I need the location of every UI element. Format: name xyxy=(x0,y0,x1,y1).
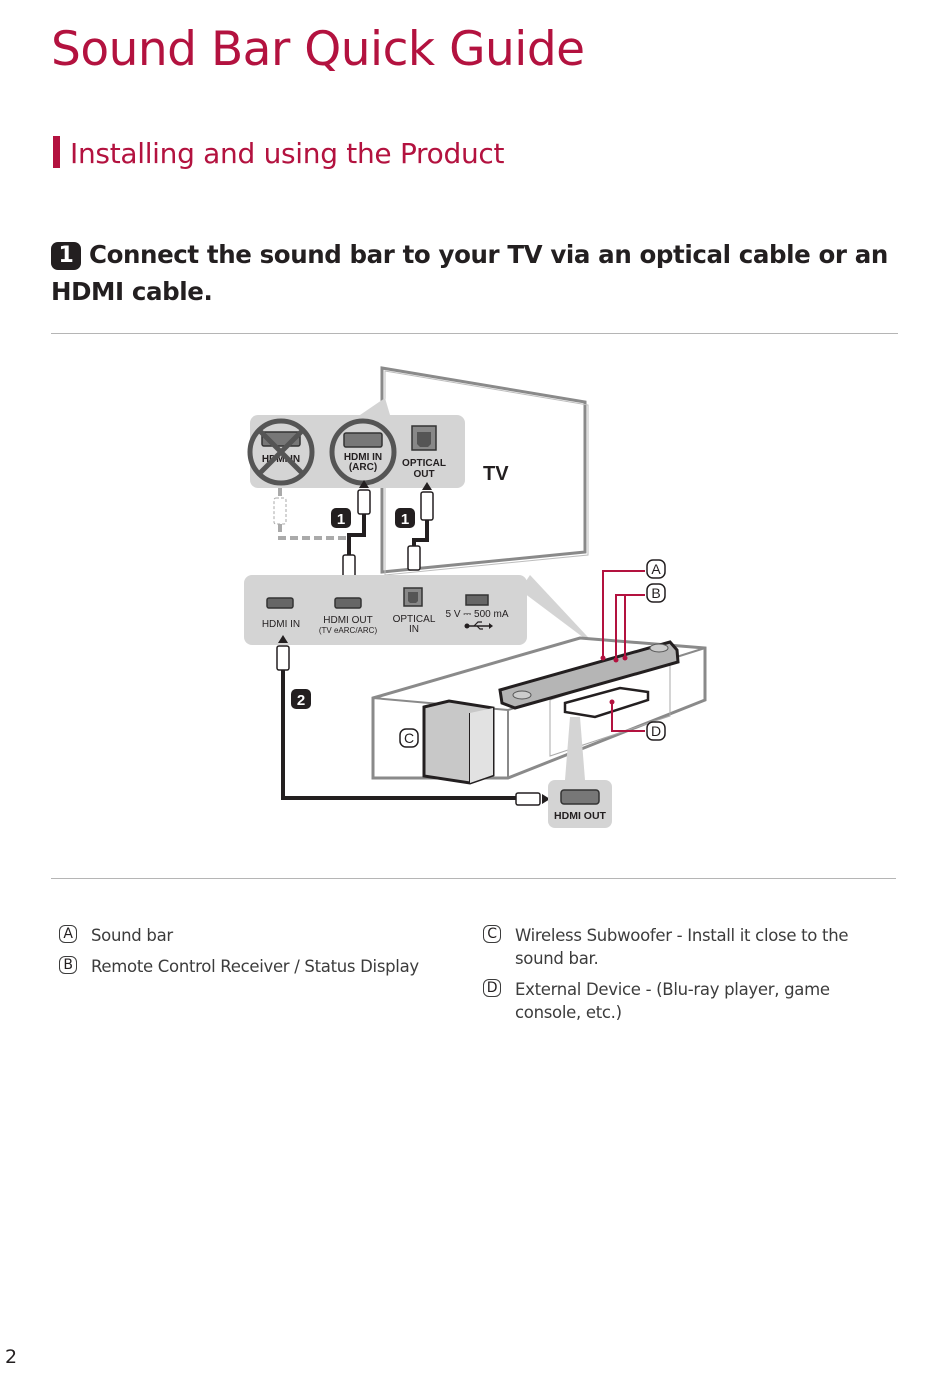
svg-text:HDMI IN: HDMI IN xyxy=(262,619,300,630)
page-number: 2 xyxy=(5,1346,18,1368)
legend-item-a: A Sound bar xyxy=(59,924,459,947)
svg-text:OPTICAL: OPTICAL xyxy=(402,458,446,469)
step-marker-2: 2 xyxy=(291,689,311,709)
callout-dots xyxy=(600,655,628,705)
step-marker-1-optical: 1 xyxy=(395,508,415,528)
step-text: Connect the sound bar to your TV via an … xyxy=(51,240,888,306)
soundbar-illustration xyxy=(498,640,680,710)
svg-text:OPTICAL: OPTICAL xyxy=(393,614,436,625)
section-heading: Installing and using the Product xyxy=(53,136,504,170)
tv-label: TV xyxy=(483,463,509,485)
svg-text:(TV eARC/ARC): (TV eARC/ARC) xyxy=(319,626,378,635)
svg-text:HDMI OUT: HDMI OUT xyxy=(554,810,606,822)
soundbar-hdmi-out-port: HDMI OUT (TV eARC/ARC) xyxy=(319,597,378,635)
legend-item-b: B Remote Control Receiver / Status Displ… xyxy=(59,955,459,978)
legend-badge-c: C xyxy=(483,925,501,943)
legend-item-d: D External Device - (Blu-ray player, gam… xyxy=(483,978,888,1024)
section-accent-bar xyxy=(53,136,60,168)
divider-top xyxy=(51,333,898,334)
svg-text:1: 1 xyxy=(337,511,345,528)
svg-text:HDMI IN: HDMI IN xyxy=(344,452,382,463)
legend-text-b: Remote Control Receiver / Status Display xyxy=(91,957,419,976)
svg-text:B: B xyxy=(651,585,660,601)
connection-diagram: TV HDMI IN HDMI IN (ARC) OPTICAL OUT xyxy=(244,366,707,828)
legend-left: A Sound bar B Remote Control Receiver / … xyxy=(59,924,459,986)
svg-text:2: 2 xyxy=(297,692,305,709)
legend-badge-a: A xyxy=(59,925,77,943)
soundbar-usb-port: 5 V ⎓ 500 mA xyxy=(445,594,509,630)
soundbar-port-panel: HDMI IN HDMI OUT (TV eARC/ARC) OPTICAL I… xyxy=(244,575,600,650)
callout-d: D xyxy=(646,721,666,741)
svg-text:HDMI IN: HDMI IN xyxy=(262,454,300,465)
soundbar-hdmi-in-port: HDMI IN xyxy=(262,597,300,630)
svg-text:1: 1 xyxy=(401,511,409,528)
soundbar-optical-in-port: OPTICAL IN xyxy=(393,587,436,635)
svg-text:OUT: OUT xyxy=(413,469,434,480)
section-heading-text: Installing and using the Product xyxy=(70,137,505,170)
legend-item-c: C Wireless Subwoofer - Install it close … xyxy=(483,924,888,970)
legend-right: C Wireless Subwoofer - Install it close … xyxy=(483,924,888,1032)
callout-b: B xyxy=(646,583,666,603)
page-title: Sound Bar Quick Guide xyxy=(51,22,585,77)
legend-text-a: Sound bar xyxy=(91,926,173,945)
hdmi-cable-2 xyxy=(276,635,550,806)
callout-lines xyxy=(602,570,645,732)
step-number-badge: 1 xyxy=(51,241,81,270)
svg-text:C: C xyxy=(404,730,414,746)
svg-text:HDMI OUT: HDMI OUT xyxy=(323,615,372,626)
callout-a: A xyxy=(646,559,666,579)
legend-text-d: External Device - (Blu-ray player, game … xyxy=(515,980,830,1022)
legend-badge-d: D xyxy=(483,979,501,997)
svg-text:D: D xyxy=(651,723,661,739)
divider-bottom xyxy=(51,878,896,879)
svg-text:(ARC): (ARC) xyxy=(349,462,377,473)
svg-text:IN: IN xyxy=(409,624,419,635)
usb-icon xyxy=(464,621,493,630)
tv-port-panel: HDMI IN HDMI IN (ARC) OPTICAL OUT xyxy=(247,398,465,488)
tv-optical-out-port: OPTICAL OUT xyxy=(402,425,446,480)
external-device-port-panel: HDMI OUT xyxy=(548,717,612,828)
tv-hdmi-in-port-crossed: HDMI IN xyxy=(247,418,315,486)
svg-text:A: A xyxy=(651,561,661,577)
legend-badge-b: B xyxy=(59,956,77,974)
subwoofer-illustration xyxy=(422,699,495,785)
legend-text-c: Wireless Subwoofer - Install it close to… xyxy=(515,926,849,968)
svg-text:5 V ⎓ 500 mA: 5 V ⎓ 500 mA xyxy=(445,609,508,620)
callout-c: C xyxy=(399,728,419,748)
step-marker-1-hdmi: 1 xyxy=(331,508,351,528)
external-device-illustration xyxy=(563,686,650,719)
